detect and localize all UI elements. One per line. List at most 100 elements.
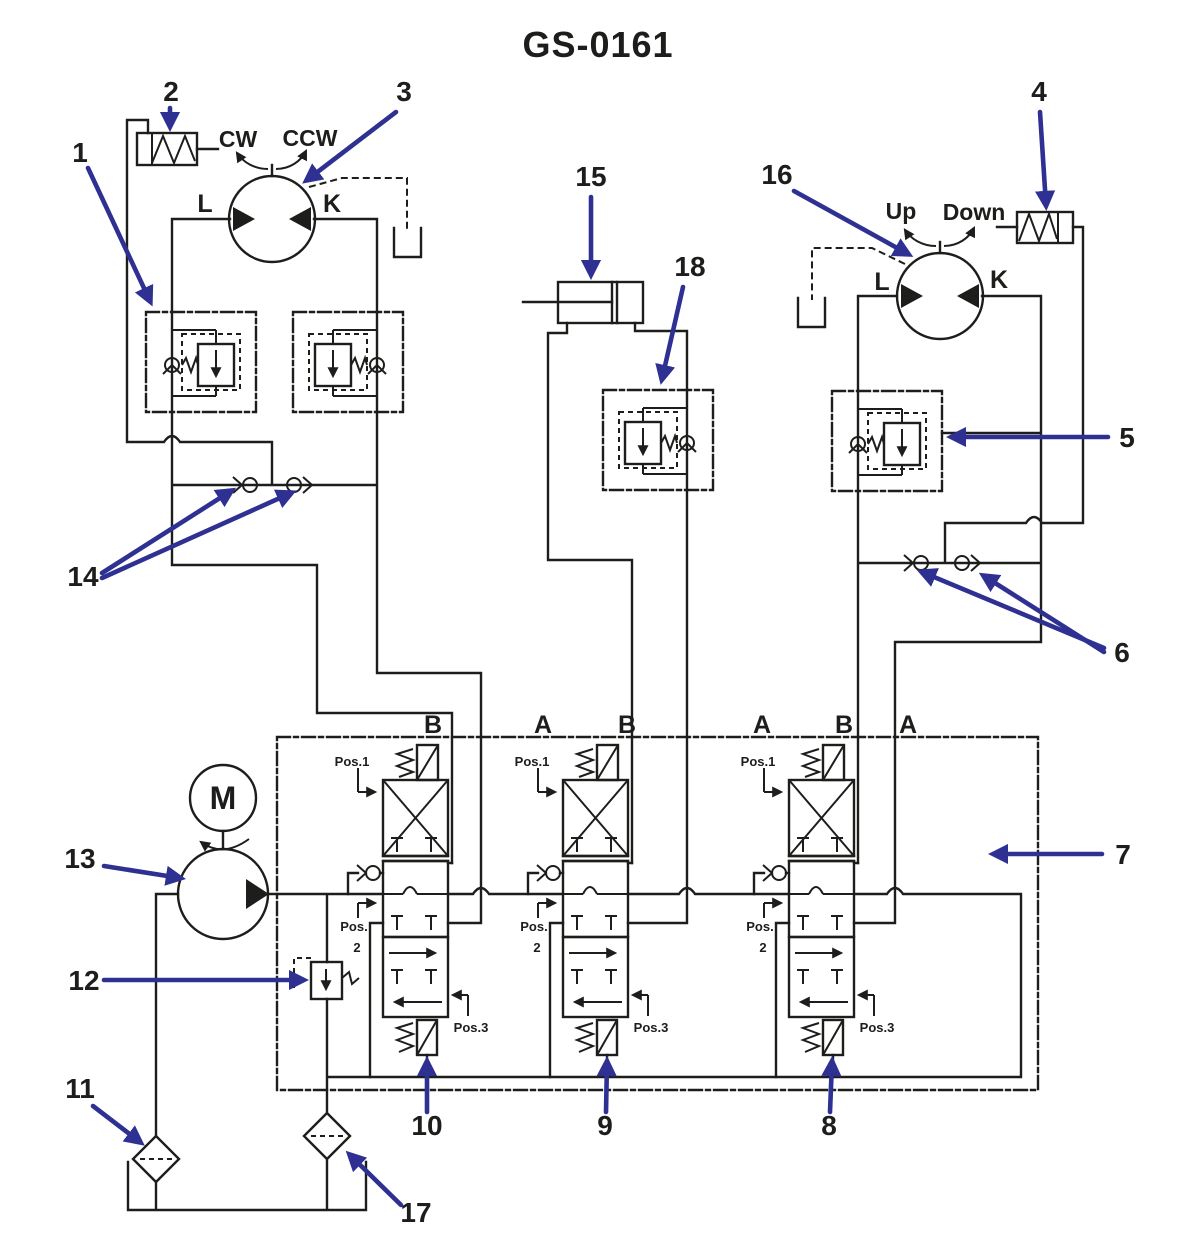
left-motor-port-l-label: L [197,190,212,218]
left-hydraulic-motor [227,149,317,264]
callout-1-arrow [85,165,154,307]
callout-9: 9 [596,1055,617,1141]
callout-16-number: 16 [761,159,792,190]
left-brake-valve [135,131,199,167]
up-rotation-arrow [903,228,937,247]
callout-13-number: 13 [64,843,95,874]
pos3-label: Pos.3 [634,1020,669,1035]
callout-2: 2 [159,76,181,133]
callout-11: 11 [65,1073,145,1146]
pump-outlet-triangle [246,879,269,909]
callout-15: 15 [575,161,607,281]
pos2-label-line1: Pos. [746,919,773,934]
cylinder-circuit [521,280,713,925]
callout-14-arrow-a [99,487,237,576]
port-label-b3: B [835,711,853,739]
valve-2-position-labels: Pos.1 Pos. 2 Pos.3 [515,754,669,1035]
pos2-label-line2: 2 [533,940,540,955]
callout-15-number: 15 [575,161,606,192]
right-motor-port-k-triangle [957,284,979,308]
port-label-a2: A [534,711,552,739]
hydraulic-pump-13 [176,847,270,941]
callout-18: 18 [655,251,706,385]
relief-12-spring [341,970,360,986]
callout-4-arrow [1034,109,1056,212]
right-circuit-pipes [852,225,1085,925]
callout-12-number: 12 [68,965,99,996]
callout-5: 5 [945,422,1135,453]
port-label-a3: A [753,711,771,739]
callout-6: 6 [916,568,1130,668]
left-relief-assembly-b [293,312,403,412]
callouts: 1 2 3 4 5 6 7 8 [64,76,1134,1228]
cylinder-pipes [546,321,689,925]
callout-8-arrow [821,1055,842,1115]
counterbalance-valve-18 [603,390,713,490]
callout-8-number: 8 [821,1110,837,1141]
callout-13: 13 [64,843,186,886]
pos1-label: Pos.1 [335,754,370,769]
callout-9-number: 9 [597,1110,613,1141]
pos3-label: Pos.3 [454,1020,489,1035]
pos1-label: Pos.1 [741,754,776,769]
right-motor-port-k-label: K [990,266,1008,294]
electric-motor-label: M [210,780,237,816]
shaft-rotation-arrow [199,838,250,852]
directional-valve-10 [348,745,468,1077]
left-drain-tank [392,226,423,259]
right-motor-port-l-triangle [901,284,923,308]
power-unit: M [126,763,368,1212]
hydraulic-cylinder-15 [521,280,645,325]
callout-17-number: 17 [400,1197,431,1228]
right-motor-port-l-label: L [874,268,889,296]
valve-3-position-labels: Pos.1 Pos. 2 Pos.3 [741,754,895,1035]
callout-18-number: 18 [674,251,705,282]
callout-17: 17 [345,1150,432,1228]
left-case-drain-line [308,177,408,230]
suction-and-tank-pipes [126,892,368,1212]
callout-9-arrow [596,1055,617,1115]
left-motor-port-l-triangle [233,207,255,231]
left-relief-assembly-a [146,312,256,412]
valve-bank: B A B A B A Pos.1 Pos. 2 Pos.3 Pos.1 Pos… [267,711,1040,1115]
callout-10: 10 [411,1055,443,1141]
left-motor-circuit: CW CCW L K [125,118,483,925]
right-hydraulic-motor [895,226,985,341]
callout-6-arrow-b [978,572,1107,655]
port-label-a4: A [899,711,917,739]
callout-11-arrow [90,1103,145,1146]
page-title: GS-0161 [522,24,673,65]
left-motor-port-k-triangle [289,207,311,231]
callout-12: 12 [68,965,310,996]
left-brake-box [135,131,199,167]
left-circuit-pipes [125,118,483,925]
valve-1-position-labels: Pos.1 Pos. 2 Pos.3 [335,754,489,1035]
callout-18-arrow [655,284,686,385]
check-valve-ball [954,555,970,571]
right-drain-tank [796,296,827,329]
callout-4-number: 4 [1031,76,1047,107]
right-brake-box [1015,210,1075,245]
directional-valve-9 [528,745,648,1077]
callout-3-number: 3 [396,76,412,107]
callout-7: 7 [987,839,1131,870]
callout-1: 1 [72,137,154,307]
electric-motor: M [188,763,258,852]
callout-2-number: 2 [163,76,179,107]
callout-3: 3 [302,76,412,184]
valve-bank-enclosure-7 [275,735,1040,1092]
port-label-b1: B [424,711,442,739]
left-motor-port-k-label: K [323,190,341,218]
pos2-label-line2: 2 [759,940,766,955]
check-valve-seat [302,476,314,494]
callout-13-arrow [101,863,186,886]
pos3-label: Pos.3 [860,1020,895,1035]
callout-6-number: 6 [1114,637,1130,668]
check-valve-ball [242,477,258,493]
callout-14-number: 14 [67,561,99,592]
relief-12-body [309,960,344,1001]
return-filter-17 [302,1111,352,1161]
pos1-label: Pos.1 [515,754,550,769]
